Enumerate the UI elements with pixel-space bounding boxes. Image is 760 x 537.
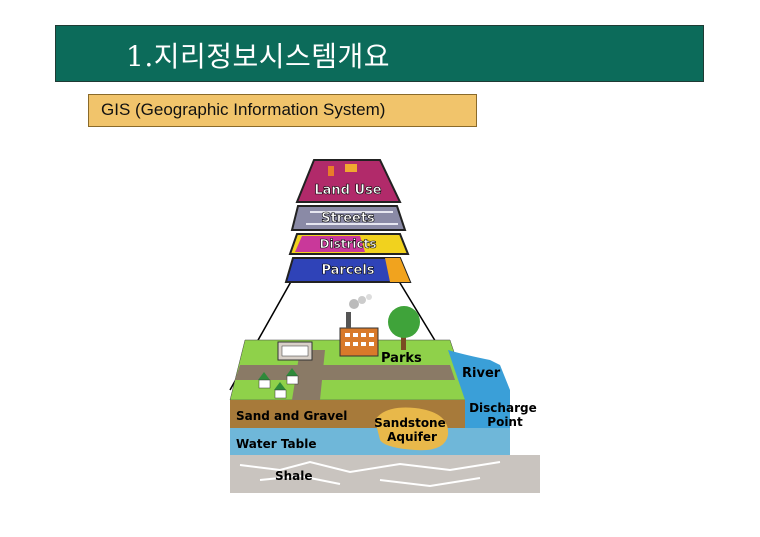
- factory-icon: [339, 294, 379, 357]
- house-icon: [258, 368, 299, 399]
- layer-label-parcels: Parcels: [321, 263, 374, 278]
- discharge-point-label: Discharge Point: [469, 401, 541, 429]
- layer-districts: Districts: [288, 233, 410, 255]
- water-table-label: Water Table: [236, 437, 316, 451]
- layer-parcels: Parcels: [284, 257, 412, 283]
- discharge-line-2: Point: [487, 415, 523, 429]
- layer-streets: Streets: [290, 205, 407, 231]
- tree-icon: [388, 306, 420, 350]
- billboard-icon: [277, 341, 313, 361]
- water-table-layer: [230, 428, 510, 455]
- shale-layer: [230, 455, 540, 493]
- river-label: River: [462, 366, 501, 381]
- parks-label: Parks: [381, 351, 422, 366]
- shale-label: Shale: [275, 469, 313, 483]
- subtitle-text: GIS (Geographic Information System): [101, 100, 386, 119]
- aquifer-line-1: Sandstone: [374, 416, 446, 430]
- title-bar: 1.지리정보시스템개요: [55, 25, 704, 82]
- subtitle-box: GIS (Geographic Information System): [88, 94, 477, 127]
- layer-land-use: Land Use: [295, 159, 402, 203]
- gis-layers-diagram: Land Use Streets Districts Parcels River…: [229, 159, 541, 493]
- sandstone-aquifer: Sandstone Aquifer: [374, 407, 450, 451]
- layer-label-land-use: Land Use: [314, 183, 381, 198]
- sand-gravel-label: Sand and Gravel: [236, 409, 347, 423]
- page-title: 1.지리정보시스템개요: [126, 40, 391, 73]
- aquifer-line-2: Aquifer: [387, 430, 437, 444]
- layer-label-districts: Districts: [320, 237, 377, 251]
- aquifer-label: Sandstone Aquifer: [374, 416, 450, 444]
- layer-label-streets: Streets: [321, 211, 375, 226]
- discharge-line-1: Discharge: [469, 401, 537, 415]
